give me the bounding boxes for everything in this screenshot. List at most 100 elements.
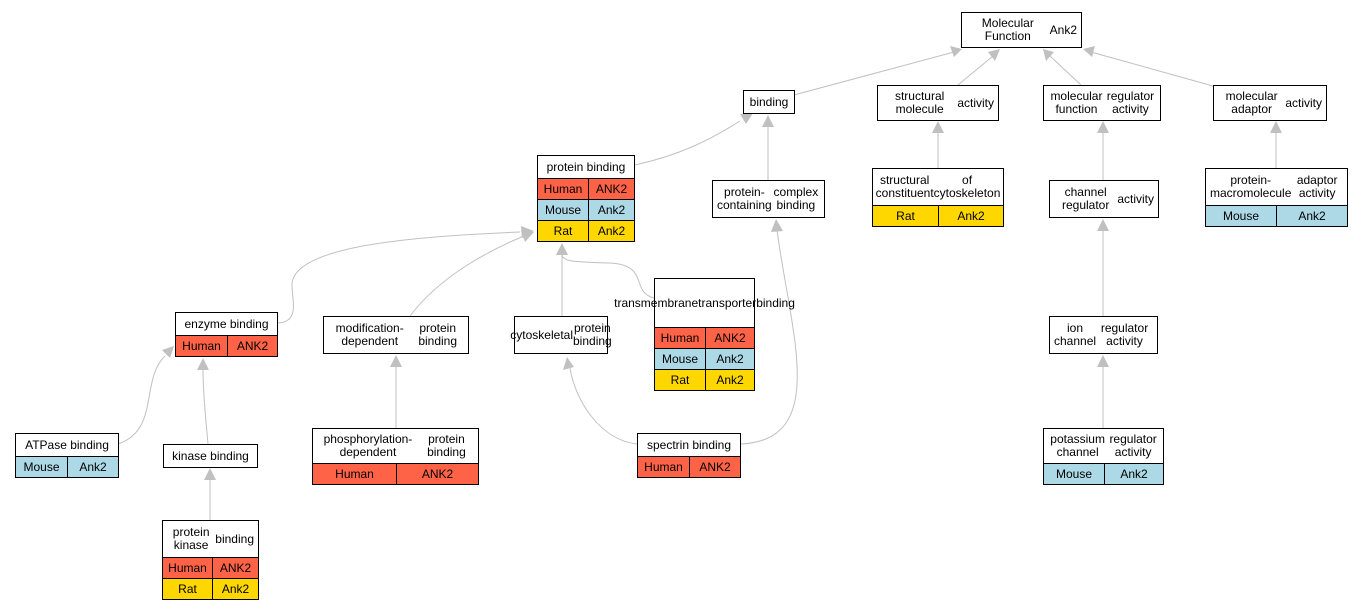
edge-atpase-binding-to-enzyme-binding <box>117 355 166 445</box>
annotation-row-rat: Rat Ank2 <box>538 220 634 241</box>
node-label: enzyme binding <box>184 316 269 331</box>
node-label: protein binding <box>427 432 466 459</box>
gene-label: ANK2 <box>236 339 269 353</box>
node-label: structural constituent <box>875 173 934 200</box>
gene-label: Ank2 <box>1298 209 1326 223</box>
node-binding[interactable]: binding <box>743 90 795 114</box>
node-label: phosphorylation-dependent <box>323 432 413 459</box>
node-label: of cytoskeleton <box>933 173 1001 200</box>
species-label: Rat <box>873 206 939 226</box>
node-label: binding <box>215 531 254 546</box>
node-label: cytoskeletal <box>510 327 573 342</box>
node-label: transporter <box>698 295 757 310</box>
node-label: protein kinase <box>172 525 210 552</box>
node-label: ion channel <box>1054 321 1097 348</box>
node-label: molecular adaptor <box>1225 89 1278 116</box>
node-label: potassium channel <box>1050 432 1105 459</box>
gene-label: Ank2 <box>221 582 250 596</box>
gene-label: ANK2 <box>699 460 731 474</box>
node-enzyme-binding[interactable]: enzyme binding Human ANK2 <box>175 312 278 357</box>
edge-structural-molecule-activity-to-root <box>957 55 994 86</box>
node-label: protein binding <box>546 159 626 174</box>
node-label: activity <box>1285 95 1322 110</box>
arrow-spectrin-binding-to-protein-containing-complex-binding <box>771 219 783 232</box>
species-label: Mouse <box>655 349 706 369</box>
arrow-cytoskeletal-protein-binding-to-protein-binding <box>556 243 568 255</box>
gene-label: ANK2 <box>714 331 746 345</box>
gene-label: Ank2 <box>716 373 744 387</box>
gene-label: Ank2 <box>597 203 626 217</box>
node-label: regulator activity <box>1106 89 1155 116</box>
node-label: kinase binding <box>172 448 249 463</box>
gene-label: Ank2 <box>597 224 626 238</box>
arrow-protein-binding-to-binding <box>740 113 753 124</box>
gene-label: ANK2 <box>595 182 628 196</box>
annotation-row-human: Human ANK2 <box>176 335 277 356</box>
node-label: protein binding <box>573 321 612 348</box>
species-label: Mouse <box>1206 206 1277 226</box>
species-label: Human <box>638 457 690 477</box>
node-label: complex binding <box>773 185 819 212</box>
node-label: Molecular Function <box>981 16 1034 43</box>
arrow-ion-channel-regulator-to-channel-regulator <box>1097 219 1109 231</box>
node-label: regulator activity <box>1100 321 1149 348</box>
species-label: Human <box>655 328 706 348</box>
arrow-molecular-adaptor-activity-to-root <box>1083 46 1095 57</box>
arrow-modification-dependent-to-protein-binding <box>521 231 534 242</box>
species-label: Human <box>163 558 213 578</box>
node-label: adaptor activity <box>1296 173 1338 200</box>
node-label: binding <box>749 94 789 109</box>
node-label: spectrin binding <box>646 437 732 452</box>
node-label: protein-macromolecule <box>1210 173 1292 200</box>
arrow-channel-regulator-activity-to-molecular-function-regulator-activity <box>1097 121 1109 133</box>
species-label: Rat <box>655 370 706 390</box>
edge-kinase-binding-to-enzyme-binding <box>202 369 209 445</box>
edge-enzyme-binding-to-protein-binding <box>277 231 521 324</box>
node-spectrin-binding[interactable]: spectrin binding Human ANK2 <box>637 433 741 478</box>
species-label: Human <box>538 179 589 199</box>
arrow-spectrin-binding-to-cytoskeletal-protein-binding <box>563 357 574 370</box>
node-label: ATPase binding <box>25 437 109 452</box>
node-kinase-binding[interactable]: kinase binding <box>163 444 258 468</box>
edge-molecular-function-regulator-activity-to-root <box>1049 55 1082 86</box>
arrow-protein-macromolecule-adaptor-to-molecular-adaptor-activity <box>1270 121 1282 133</box>
species-label: Human <box>176 336 228 356</box>
gene-label: ANK2 <box>421 467 454 481</box>
arrow-phosphorylation-dependent-to-modification-dependent <box>390 355 402 367</box>
arrow-potassium-channel-regulator-to-ion-channel-regulator <box>1097 355 1109 367</box>
node-phosphorylation-dependent-protein-binding[interactable]: phosphorylation-dependent protein binding… <box>312 428 479 485</box>
node-label: transmembrane <box>614 295 699 310</box>
arrow-kinase-binding-to-enzyme-binding <box>197 358 209 370</box>
edge-transmembrane-transporter-to-protein-binding <box>561 253 655 299</box>
gene-label: Ank2 <box>79 460 107 474</box>
arrow-atpase-binding-to-enzyme-binding <box>162 346 174 358</box>
node-label: binding <box>756 295 795 310</box>
edge-modification-dependent-to-protein-binding <box>409 235 525 317</box>
annotation-row-human: Human ANK2 <box>655 327 754 348</box>
species-label: Rat <box>538 221 589 241</box>
node-label: structural molecule <box>894 89 945 116</box>
node-label: channel regulator <box>1061 185 1110 212</box>
node-label: regulator activity <box>1109 432 1157 459</box>
node-molecular-adaptor-activity[interactable]: molecular adaptor activity <box>1213 85 1327 121</box>
